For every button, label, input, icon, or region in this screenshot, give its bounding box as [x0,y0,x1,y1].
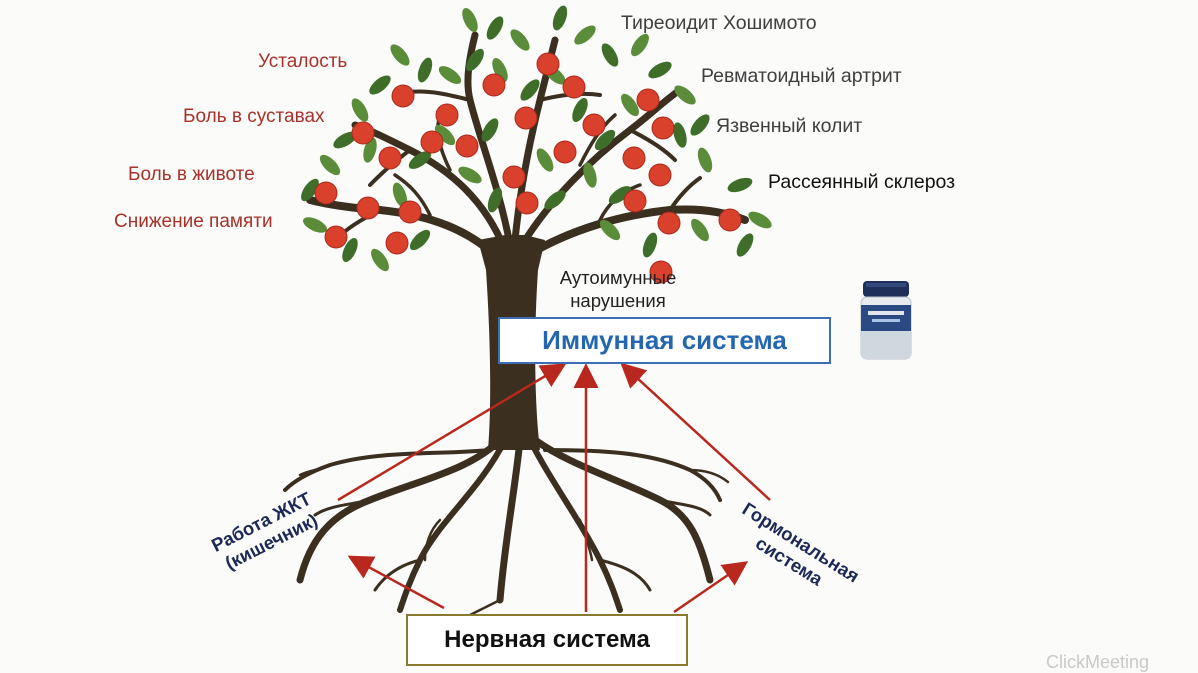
symptom-memory-loss: Снижение памяти [114,211,273,232]
tree-leaves [301,5,772,272]
symptom-fatigue: Усталость [258,51,348,72]
nervous-system-label: Нервная система [444,626,650,653]
autoimmune-disorders-label: Аутоимунные нарушения [559,267,677,312]
arrow-nervous-to-hormonal [673,561,749,614]
disease-hashimoto: Тиреоидит Хошимото [621,12,817,34]
symptom-stomach-pain: Боль в животе [128,164,255,185]
tree-apples [314,52,742,284]
immune-system-box: Иммунная система [498,317,831,364]
disease-ulcerative-colitis: Язвенный колит [716,115,863,137]
relation-arrows [337,362,771,614]
tree-roots [283,436,730,617]
arrow-nervous-to-gut [347,555,445,610]
disease-multiple-sclerosis: Рассеянный склероз [768,171,956,193]
arrow-hormonal-to-immune [620,362,771,501]
immune-system-label: Иммунная система [542,325,787,355]
disease-rheumatoid-arthritis: Ревматоидный артрит [701,65,902,87]
symptom-joint-pain: Боль в суставах [183,106,325,127]
nervous-system-box: Нервная система [406,614,688,666]
watermark: ClickMeeting [1046,652,1150,672]
arrow-gut-to-immune [337,363,567,502]
supplement-jar-icon [860,281,912,360]
